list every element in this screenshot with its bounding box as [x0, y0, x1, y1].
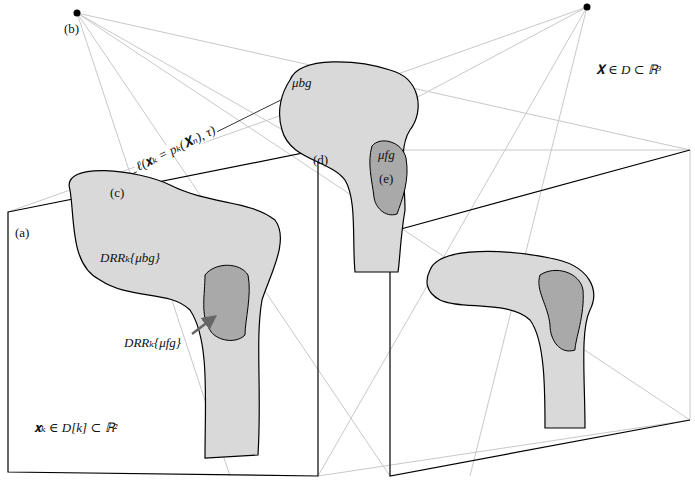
- annotation: 𝐗 ∈ D ⊂ ℝ³: [596, 63, 661, 77]
- annotation: (c): [110, 186, 124, 200]
- region: (a) 𝐱ₖ ∈ D[k] ⊂ ℝ² DRRₖ{μbg}: [8, 150, 318, 476]
- sub-region: DRRₖ{μbg}: [60, 165, 295, 460]
- sub-region: μfg (e): [366, 138, 410, 218]
- region-label: μbg: [292, 76, 312, 90]
- region-label: μfg: [378, 148, 395, 162]
- region-label: 𝐱ₖ ∈ D[k] ⊂ ℝ²: [34, 421, 117, 435]
- region-label: (a): [15, 226, 29, 240]
- annotation: ℓ(𝐱ₖ = pₖ(𝐗ₙ), τ): [132, 122, 220, 174]
- region-label: DRRₖ{μbg}: [100, 251, 160, 265]
- annotation: (b): [64, 22, 79, 36]
- region-label: (d): [313, 153, 328, 167]
- annotation: DRRₖ{μfg}: [124, 336, 181, 350]
- region: μbg (d) μfg (e): [276, 58, 426, 274]
- region-label: (e): [379, 172, 393, 186]
